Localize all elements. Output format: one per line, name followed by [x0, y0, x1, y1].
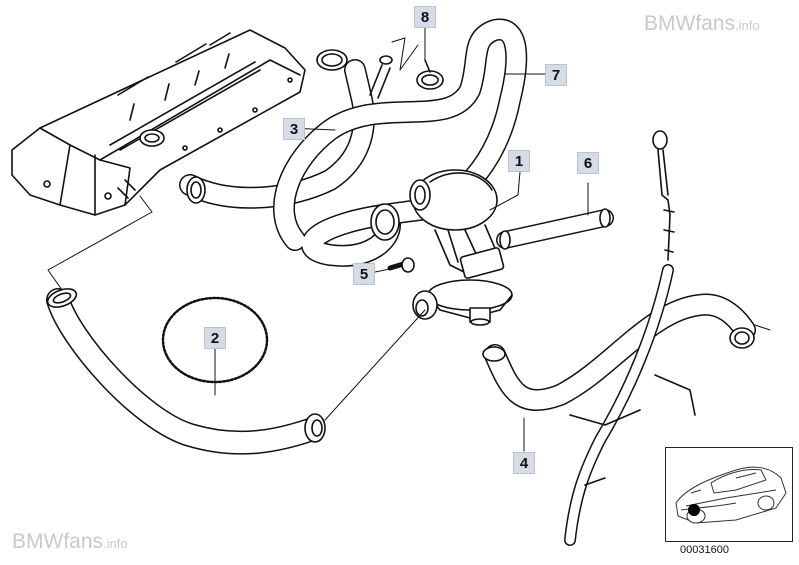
callout-6: 6: [577, 152, 599, 174]
vent-hose-lower: [46, 288, 426, 455]
dipstick-tube: [564, 264, 696, 546]
clamp-8: [416, 59, 444, 90]
watermark-top: BMWfans.info: [644, 12, 760, 35]
callout-8: 8: [414, 6, 436, 28]
screw-5: [387, 257, 415, 273]
vent-hose-7: [273, 18, 528, 267]
car-icon: [675, 466, 787, 524]
callout-4: 4: [513, 452, 535, 474]
vehicle-inset: [665, 447, 793, 542]
callout-7: 7: [545, 64, 567, 86]
valve-cover: [11, 29, 306, 216]
watermark-bottom: BMWfans.info: [12, 530, 128, 553]
callout-1: 1: [508, 150, 530, 172]
dipstick: [652, 130, 675, 261]
callout-5: 5: [353, 263, 375, 285]
return-hose-4: [482, 293, 771, 411]
diagram-number: 00031600: [680, 544, 729, 556]
tube-6: [496, 208, 614, 250]
callout-2: 2: [204, 327, 226, 349]
pressure-valve-1: [409, 169, 513, 326]
callout-3: 3: [283, 118, 305, 140]
